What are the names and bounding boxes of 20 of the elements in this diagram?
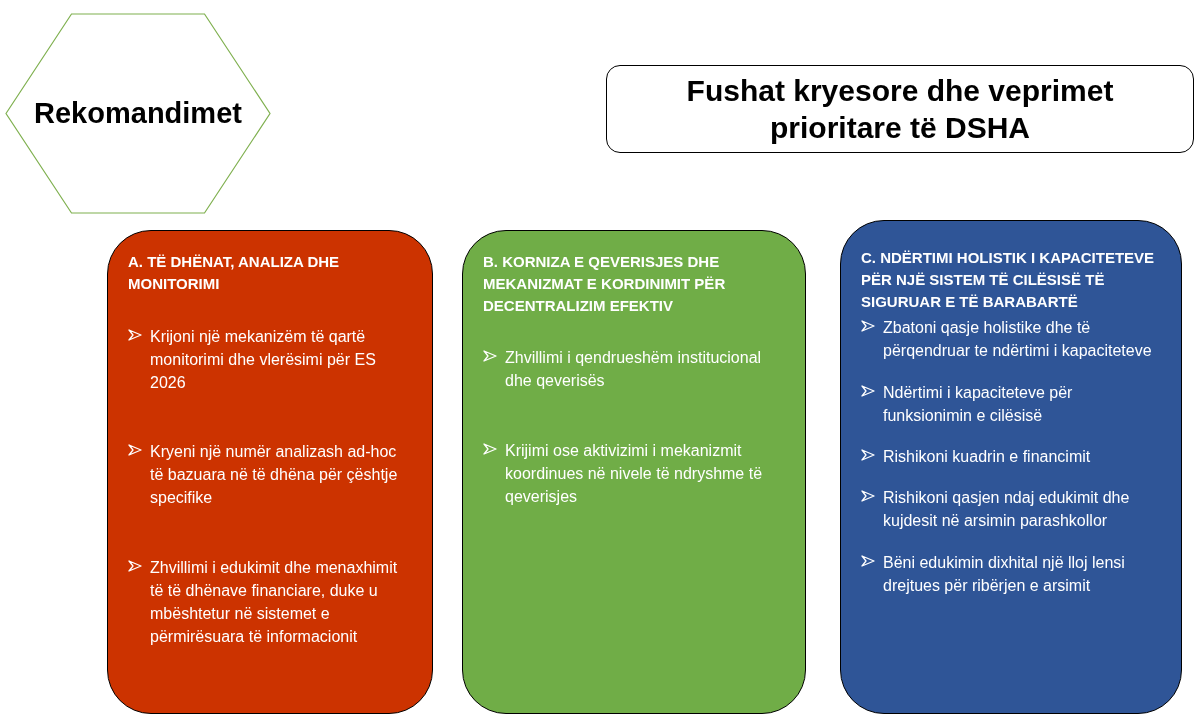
category-card: [107, 230, 433, 714]
bullet-text: Ndërtimi i kapaciteteve për funksionimin e cilësisë: [883, 382, 1074, 426]
category-card: [840, 220, 1182, 714]
category-card: [462, 230, 806, 714]
card-heading: B. KORNIZA E QEVERISJES DHE MEKANIZMAT E KORDINIMIT PËR DECENTRALIZIM EFEKTIV: [483, 252, 727, 316]
bullet-text: Krijoni një mekanizëm të qartë monitorimi dhe vlerësimi për ES 2026: [150, 326, 377, 393]
hexagon-label: Rekomandimet: [34, 95, 242, 131]
hexagon-shape: [5, 13, 271, 214]
bullet-text: Zbatoni qasje holistike dhe të përqendruar te ndërtimi i kapaciteteve: [883, 318, 1153, 362]
bullet-text: Rishikoni kuadrin e financimit: [883, 447, 1091, 467]
title-box: [606, 65, 1194, 153]
card-heading: A. TË DHËNAT, ANALIZA DHE MONITORIMI: [128, 252, 341, 294]
bullet-text: Rishikoni qasjen ndaj edukimit dhe kujdesit në arsimin parashkollor: [883, 488, 1131, 532]
bullet-text: Krijimi ose aktivizimi i mekanizmit koordinues në nivele të ndryshme të qeverisjes: [505, 440, 764, 507]
card-heading: C. NDËRTIMI HOLISTIK I KAPACITETEVE PËR NJË SISTEM TË CILËSISË TË SIGURUAR E TË BARABARTË: [861, 248, 1156, 312]
bullet-text: Kryeni një numër analizash ad-hoc të bazuara në të dhëna për çështje specifike: [150, 442, 399, 509]
bullet-text: Bëni edukimin dixhital një lloj lensi drejtues për ribërjen e arsimit: [883, 552, 1126, 596]
bullet-text: Zhvillimi i qendrueshëm institucional dhe qeverisës: [505, 348, 763, 392]
bullet-text: Zhvillimi i edukimit dhe menaxhimit të të dhënave financiare, duke u mbështetur në sistemet e përmirësuara të informacionit: [150, 557, 399, 648]
title-text: Fushat kryesore dhe veprimet prioritare të DSHA: [685, 72, 1115, 146]
